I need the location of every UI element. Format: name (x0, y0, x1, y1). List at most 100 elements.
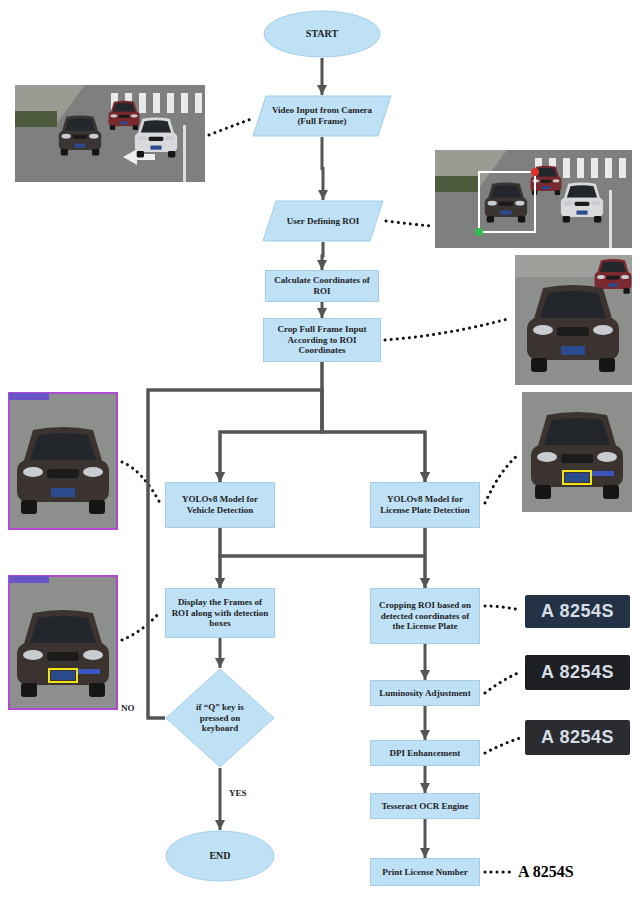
vehicle-detection-photo (8, 392, 118, 530)
flow-arrow (321, 58, 324, 95)
node-text-block: Luminosity Adjustment (371, 685, 479, 702)
roi-selection-photo-part (619, 158, 626, 178)
io-parallelogram-fill (253, 96, 391, 136)
flow-arrow (219, 638, 222, 668)
cropped-roi-photo-part (527, 285, 619, 372)
node-text-block: Display the Frames of ROI along with det… (166, 594, 274, 632)
plate-text: A 8254S (541, 727, 614, 748)
decision-diamond-fill (166, 669, 274, 767)
vehicle-detection-photo-part (17, 427, 109, 514)
io-parallelogram-fill (263, 201, 383, 241)
leader-lines (122, 118, 520, 872)
vehicle-detection-photo-part (9, 393, 117, 529)
camera-frame-photo-part (195, 93, 202, 113)
node-text-block: User Defining ROI (262, 216, 384, 227)
node-label: START (275, 28, 369, 40)
display-frame-photo-part (9, 576, 49, 583)
roi-selection-photo-part (609, 190, 612, 248)
camera-frame-photo-part (183, 125, 186, 182)
plate-crop (525, 655, 630, 690)
camera-frame-photo-part (15, 85, 205, 182)
leader-lines-part (122, 462, 160, 503)
leader-lines-part (386, 221, 431, 226)
flow-arrow (220, 528, 425, 588)
edge-label-patch: NO (120, 703, 136, 713)
roi-selection-photo-part (563, 158, 570, 178)
leader-lines-part (485, 455, 518, 503)
plate-crop (525, 720, 630, 755)
edge-label: NO (121, 703, 135, 713)
edge-label: YES (229, 788, 247, 798)
io-parallelogram: User Defining ROI (262, 200, 384, 242)
node-text-block: if “Q” key is pressed on keyboard (165, 702, 275, 734)
roi-selection-photo-part (435, 150, 632, 248)
ocr-output-text-holder: A 8254S (518, 860, 636, 884)
node-label: Cropping ROI based on detected coordinat… (375, 600, 475, 632)
display-frame-photo-part (49, 669, 77, 682)
flow-arrow (220, 528, 425, 588)
leader-lines-part (485, 871, 512, 874)
terminal-ellipse: END (165, 830, 275, 882)
node-text-block: Print License Number (371, 864, 479, 881)
plate-text-holder: A 8254S (525, 655, 630, 690)
roi-selection-photo-part (485, 182, 527, 222)
flow-arrow (322, 362, 425, 482)
plate-detection-photo-part (563, 471, 591, 484)
node-label: Crop Full Frame Input According to ROI C… (268, 324, 376, 356)
node-label: Video Input from Camera (Full Frame) (270, 105, 374, 127)
node-text-block: START (263, 28, 381, 40)
plate-text-holder: A 8254S (525, 720, 630, 755)
camera-frame-photo-part (15, 111, 57, 127)
process-box: Display the Frames of ROI along with det… (165, 588, 275, 638)
process-box: Luminosity Adjustment (370, 680, 480, 706)
cropped-roi-photo (515, 255, 632, 385)
display-frame-photo (8, 575, 118, 710)
roi-selection-photo-part (577, 158, 584, 178)
plate-detection-photo (522, 392, 632, 512)
vehicle-detection-photo-part (8, 392, 118, 530)
cropped-roi-photo-part (515, 255, 632, 385)
leader-lines-part (385, 318, 511, 340)
flow-arrow (424, 766, 427, 793)
node-text-block: DPI Enhancement (371, 745, 479, 762)
flow-arrow (322, 242, 323, 270)
plate-crop (525, 595, 630, 628)
flow-arrow (424, 706, 427, 740)
node-label: Calculate Coordinates of ROI (270, 275, 374, 297)
node-text-block: Crop Full Frame Input According to ROI C… (264, 321, 380, 359)
terminal-ellipse: START (263, 10, 381, 58)
node-label: if “Q” key is pressed on keyboard (191, 702, 249, 734)
flow-arrow (321, 302, 324, 318)
node-label: Luminosity Adjustment (375, 688, 475, 699)
camera-frame-photo-part (167, 93, 174, 113)
roi-selection-photo-part (591, 158, 598, 178)
roi-selection-photo-part (435, 176, 479, 192)
leader-lines-part (485, 606, 520, 610)
roi-selection-photo-part (475, 228, 483, 236)
node-label: DPI Enhancement (375, 748, 475, 759)
process-box: Print License Number (370, 858, 480, 886)
node-text-block: END (165, 850, 275, 862)
process-box: YOLOv8 Model for License Plate Detection (370, 482, 480, 528)
plate-text-holder: A 8254S (525, 595, 630, 628)
node-label: YOLOv8 Model for License Plate Detection (375, 494, 475, 516)
decision-diamond: if “Q” key is pressed on keyboard (165, 668, 275, 768)
roi-selection-photo-part (605, 158, 612, 178)
plate-text: A 8254S (541, 601, 614, 622)
node-text-block: Cropping ROI based on detected coordinat… (371, 597, 479, 635)
leader-lines-part (485, 672, 520, 693)
node-label: User Defining ROI (280, 216, 366, 227)
plate-detection-photo-part (592, 471, 614, 476)
node-text-block: YOLOv8 Model for License Plate Detection (371, 491, 479, 519)
flow-arrow (148, 390, 322, 718)
camera-frame-photo-part (181, 93, 188, 113)
vehicle-detection-photo-part (9, 393, 49, 400)
camera-frame-photo-part (59, 115, 101, 155)
node-label: Tesseract OCR Engine (375, 801, 475, 812)
terminal-ellipse-fill (264, 11, 380, 57)
terminal-ellipse-fill (166, 831, 274, 881)
roi-selection-photo-part (531, 168, 539, 176)
camera-frame-photo-part (109, 101, 140, 130)
